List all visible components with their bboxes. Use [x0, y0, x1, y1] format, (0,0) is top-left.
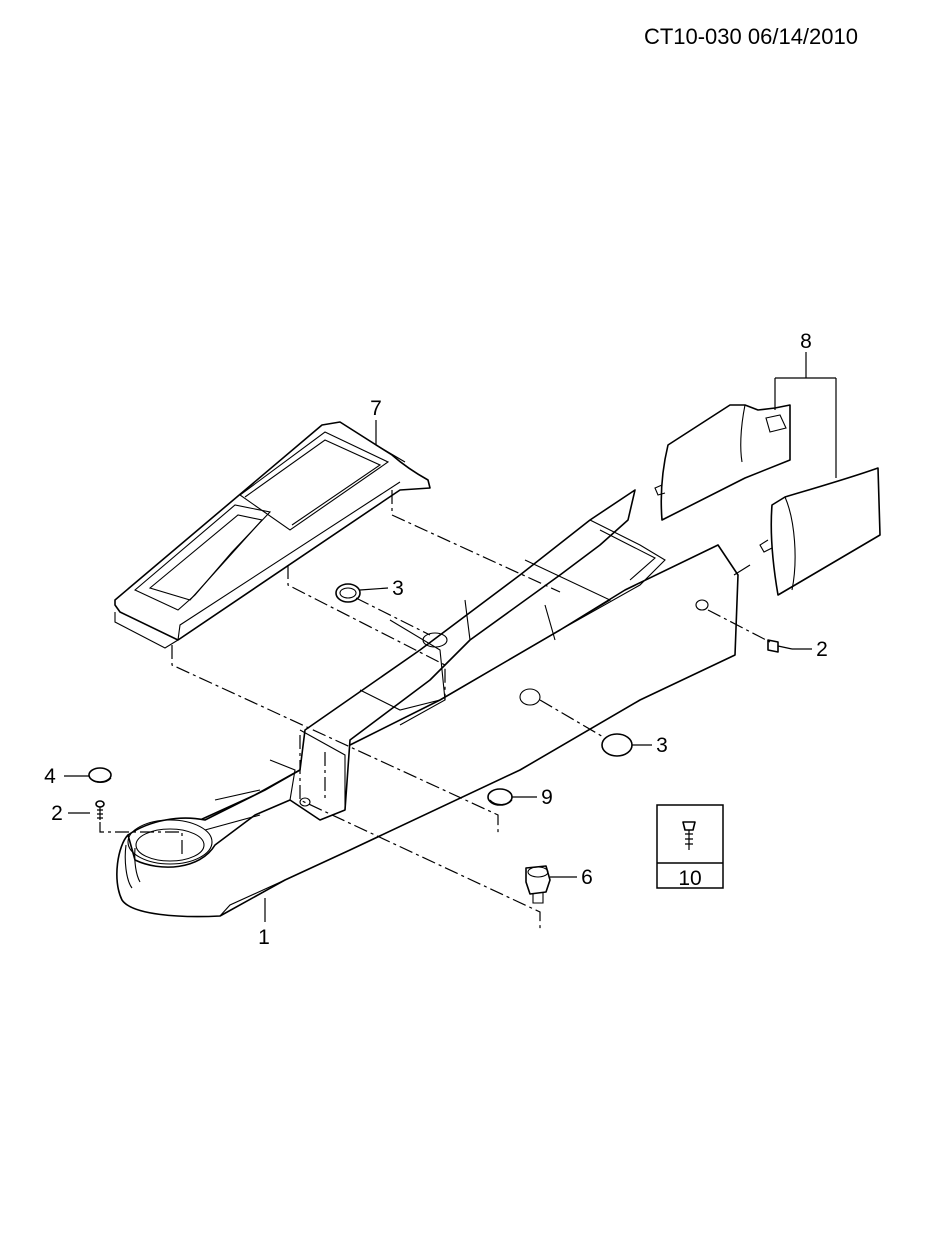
callout-3-lower: 3 — [656, 734, 668, 757]
callout-8: 8 — [800, 330, 812, 353]
plug-3-upper — [335, 583, 361, 603]
cap-4 — [88, 767, 112, 784]
screw-2-left — [95, 800, 105, 820]
screw-2-right — [767, 639, 793, 653]
shifter-trim-panel — [114, 421, 431, 649]
callout-3-upper: 3 — [392, 577, 404, 600]
leader-lines — [64, 352, 837, 922]
diagram-code: CT10-030 06/14/2010 — [643, 24, 858, 49]
callout-4: 4 — [44, 765, 56, 788]
callout-9: 9 — [541, 786, 553, 809]
callout-2-right: 2 — [816, 638, 828, 661]
plug-3-lower — [601, 733, 633, 757]
callout-1: 1 — [258, 926, 270, 949]
socket-6 — [525, 865, 551, 904]
callout-6: 6 — [581, 866, 593, 889]
plug-9 — [487, 788, 513, 806]
legend-label: 10 — [678, 867, 701, 890]
rear-trim-covers — [654, 404, 881, 596]
assembly-lines — [99, 490, 771, 932]
screw-icon — [682, 821, 696, 850]
callout-2-left: 2 — [51, 802, 63, 825]
legend-box: 10 — [656, 804, 724, 890]
console-housing — [116, 489, 739, 918]
callout-7: 7 — [370, 397, 382, 420]
